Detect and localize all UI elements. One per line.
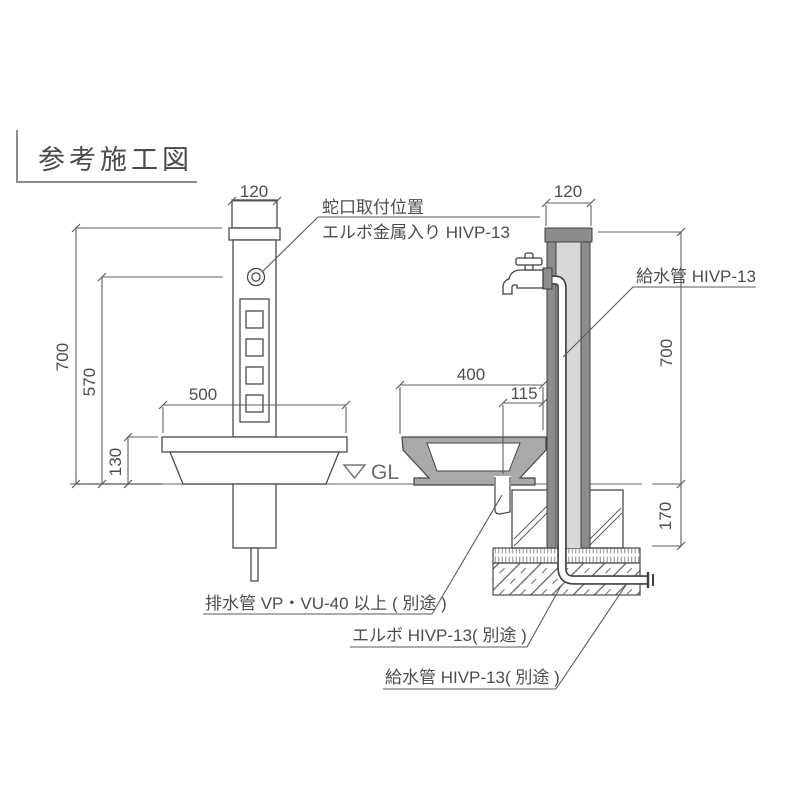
faucet-graphic: [502, 252, 553, 295]
dim-front-width-120: 120: [240, 182, 268, 201]
gl-triangle-icon: [342, 464, 367, 480]
front-supply-pipe-stub: [250, 547, 259, 582]
dim-side-foundation-170: 170: [656, 502, 675, 530]
front-post-cap: [231, 199, 278, 229]
faucet-body-spout: [502, 269, 544, 295]
side-post-cap: [544, 227, 593, 243]
front-view: [161, 199, 348, 582]
dim-front-height-700: 700: [53, 343, 72, 371]
dim-side-drain-115: 115: [510, 384, 537, 403]
dim-side-basin-400: 400: [457, 365, 485, 384]
dim-side-height-700: 700: [657, 339, 676, 367]
faucet-wall-flange: [542, 267, 553, 290]
title-block: 参考施工図: [16, 130, 197, 183]
front-post-buried: [232, 483, 277, 549]
note-elbow: エルボ HIVP-13( 別途 ): [350, 585, 562, 648]
panel-square-3: [245, 366, 264, 385]
front-basin-rim: [161, 436, 348, 453]
panel-square-4: [245, 394, 264, 413]
title-bracket: [16, 130, 197, 183]
faucet-handle-bar: [515, 257, 543, 266]
front-post-panel: [239, 298, 270, 423]
front-basin-body: [169, 451, 340, 485]
note-elbow-label: エルボ HIVP-13( 別途 ): [352, 626, 527, 645]
dim-side-width-120: 120: [554, 182, 582, 201]
dim-front-basin-width-500: 500: [189, 385, 217, 404]
faucet-mount-hole-outer: [246, 267, 266, 287]
side-post-wall-right: [580, 240, 591, 549]
note-supply-pipe: 給水管 HIVP-13( 別途 ): [383, 584, 627, 690]
faucet-mount-hole-inner: [251, 272, 261, 282]
side-view: [401, 227, 654, 596]
note-drain-pipe-label: 排水管 VP・VU-40 以上 ( 別途 ): [205, 594, 447, 613]
side-basin-interior: [426, 442, 521, 472]
panel-square-2: [245, 338, 264, 357]
faucet-callout-line2: エルボ金属入り HIVP-13: [322, 223, 510, 242]
front-view-dimensions: 700 570 130 500 120: [53, 182, 351, 489]
side-view-dimensions: 400 115 120 700 170: [395, 182, 686, 551]
faucet-callout: 蛇口取付位置 エルボ金属入り HIVP-13: [262, 198, 540, 272]
note-supply-pipe-label: 給水管 HIVP-13( 別途 ): [385, 668, 560, 687]
gl-label: GL: [371, 461, 399, 484]
front-post-collar: [228, 227, 281, 241]
supply-pipe-label: 給水管 HIVP-13: [636, 267, 756, 286]
page-title: 参考施工図: [38, 145, 193, 175]
gl-marker: GL: [342, 461, 399, 484]
drain-pipe-stub: [494, 477, 511, 515]
dim-front-basin-130: 130: [106, 448, 125, 476]
note-drain-pipe: 排水管 VP・VU-40 以上 ( 別途 ): [203, 494, 503, 615]
dim-front-faucet-570: 570: [80, 368, 99, 396]
faucet-callout-line1: 蛇口取付位置: [322, 198, 424, 217]
supply-pipe-callout: 給水管 HIVP-13: [562, 267, 756, 358]
panel-square-1: [245, 310, 264, 329]
